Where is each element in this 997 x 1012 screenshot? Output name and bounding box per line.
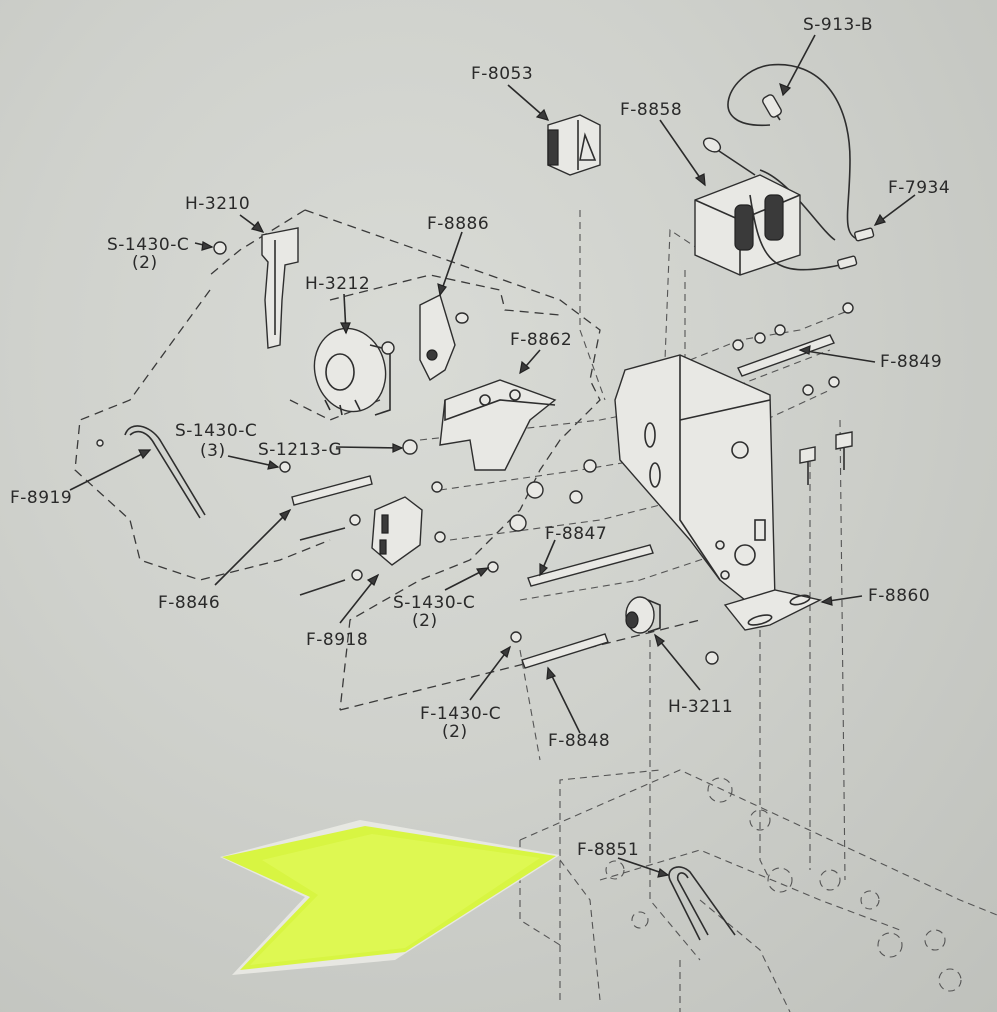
base-frame-dashed [519,769,997,1012]
label-s-1430-c-left: S-1430-C [175,421,257,441]
h-3210-lever [213,227,299,349]
label-f-8847: F-8847 [545,524,607,544]
label-f-8918: F-8918 [306,630,368,650]
label-f-1430-c-qty: (2) [442,722,468,742]
label-h-3212: H-3212 [305,274,370,294]
f-8918-switch [299,496,423,596]
f-8848-shaft [521,633,609,669]
mounting-screws [799,431,853,485]
h-3212-cam [313,327,395,416]
label-s-1430-c-mid-qty: (2) [412,611,438,631]
label-f-8919: F-8919 [10,488,72,508]
f-8851-clip [668,866,736,941]
label-f-8053: F-8053 [471,64,533,84]
highlight-arrow [220,820,560,975]
label-f-8886: F-8886 [427,214,489,234]
s-913-b-cable [727,63,861,241]
label-s-1430-c-left-qty: (3) [200,441,226,461]
leader-lines [69,34,916,878]
label-f-7934: F-7934 [888,178,950,198]
f-8849-shaft [732,302,854,396]
f-8053-connector [547,114,601,176]
f-8862-bracket [439,379,557,471]
label-f-1430-c: F-1430-C [420,704,501,724]
h-3211-bushing [625,596,661,634]
label-s-1430-c-top-qty: (2) [132,253,158,273]
f-8919-rod [96,425,206,519]
label-f-8851: F-8851 [577,840,639,860]
label-s-913-b: S-913-B [803,15,873,35]
washers-and-nuts [402,439,719,665]
f-8858-solenoid [694,137,875,276]
label-h-3210: H-3210 [185,194,250,214]
main-chassis-bracket [614,354,823,631]
label-f-8846: F-8846 [158,593,220,613]
f-8846-pin [279,461,373,506]
label-f-8860: F-8860 [868,586,930,606]
f-8847-shaft [527,544,654,587]
label-f-8858: F-8858 [620,100,682,120]
label-f-8862: F-8862 [510,330,572,350]
label-f-8849: F-8849 [880,352,942,372]
label-f-8848: F-8848 [548,731,610,751]
label-s-1430-c-top: S-1430-C [107,235,189,255]
label-s-1213-g: S-1213-G [258,440,342,460]
label-s-1430-c-mid: S-1430-C [393,593,475,613]
part-labels: S-913-B F-8053 F-8858 F-7934 H-3210 S-14… [10,15,950,860]
label-h-3211: H-3211 [668,697,733,717]
f-8886-plate [419,294,469,382]
